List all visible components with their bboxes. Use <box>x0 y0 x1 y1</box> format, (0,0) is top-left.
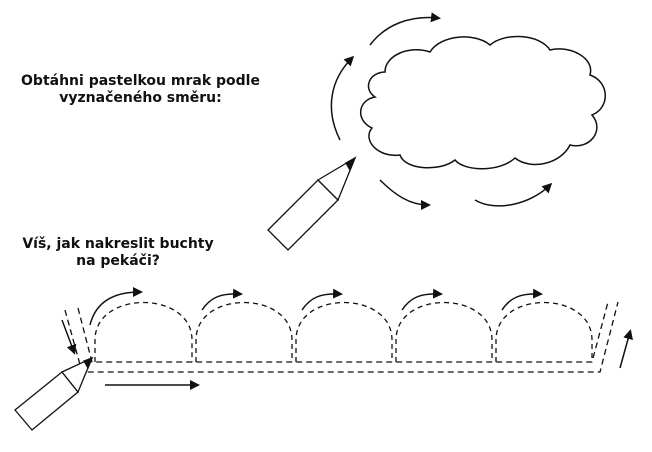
buns[interactable] <box>94 301 593 363</box>
arrow-icon <box>619 329 633 369</box>
arrow-icon <box>369 12 441 46</box>
cloud-instruction-line-1: Obtáhni pastelkou mrak podle <box>21 73 260 89</box>
arrow-icon <box>61 319 77 355</box>
arrow-icon <box>201 288 243 311</box>
arrow-icon <box>330 55 355 141</box>
tray-outline[interactable] <box>64 301 619 373</box>
arrow-icon <box>379 179 431 210</box>
arrow-icon <box>401 288 443 311</box>
bun-outline <box>495 301 593 362</box>
buns-instruction: Víš, jak nakreslit buchty na pekáči? <box>18 236 218 270</box>
bun-outline <box>395 301 493 362</box>
pencil-icon <box>14 356 94 431</box>
arrow-icon <box>301 288 343 311</box>
cloud-instruction-line-2: vyznačeného směru: <box>59 90 222 106</box>
bun-outline <box>94 302 193 362</box>
bun-outline <box>195 301 293 362</box>
buns-instruction-line-2: na pekáči? <box>76 253 160 269</box>
arrow-icon <box>474 182 553 207</box>
cloud-instruction: Obtáhni pastelkou mrak podle vyznačeného… <box>18 73 263 107</box>
cloud-direction-arrows <box>330 12 553 210</box>
bun-direction-arrows <box>61 287 633 390</box>
pencil-icon <box>267 156 357 251</box>
bun-outline <box>295 301 393 362</box>
cloud-outline[interactable] <box>360 35 606 170</box>
arrow-icon <box>501 288 543 311</box>
buns-instruction-line-1: Víš, jak nakreslit buchty <box>22 236 214 252</box>
arrow-icon <box>89 287 143 326</box>
